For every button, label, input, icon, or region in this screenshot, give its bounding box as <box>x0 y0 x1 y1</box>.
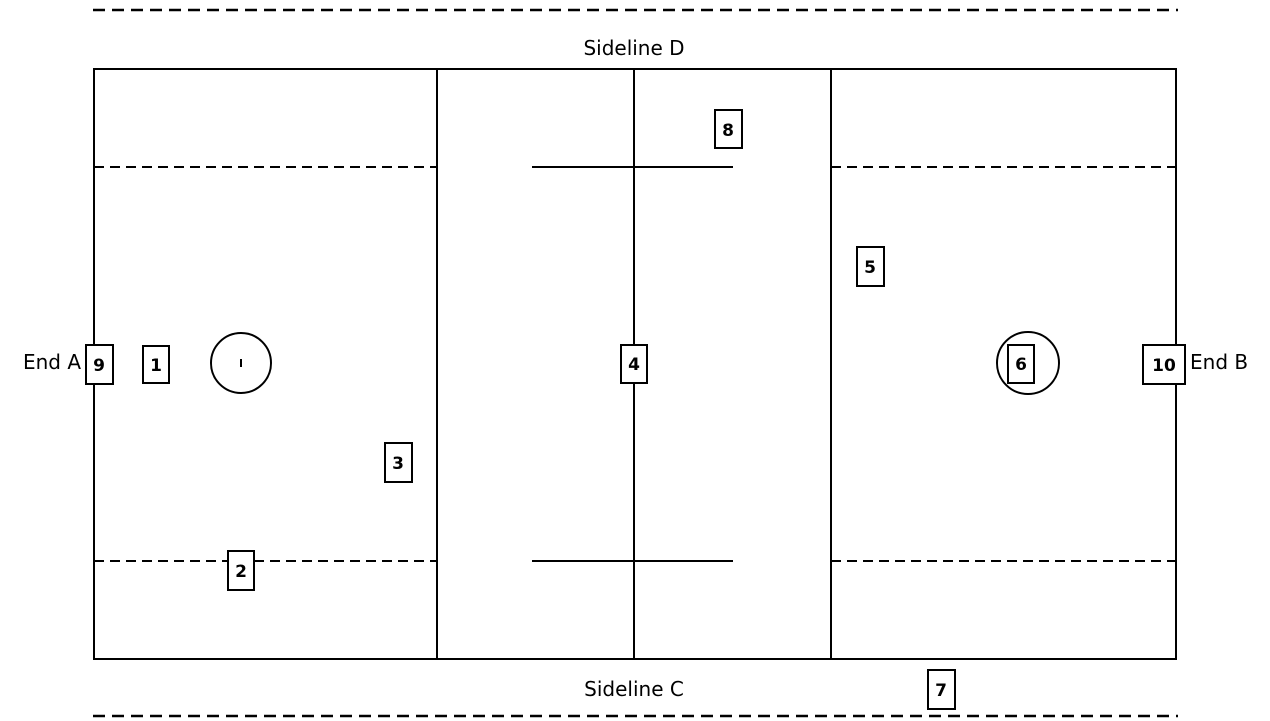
svg-text:8: 8 <box>722 121 734 141</box>
position-4: 4 <box>620 344 648 384</box>
svg-text:10: 10 <box>1152 356 1176 376</box>
svg-text:3: 3 <box>392 454 404 474</box>
position-2: 2 <box>227 550 255 591</box>
sideline-bottom-label: Sideline C <box>584 677 684 701</box>
sideline-top-label: Sideline D <box>583 36 684 60</box>
position-1: 1 <box>142 345 170 384</box>
svg-text:7: 7 <box>935 681 947 701</box>
svg-text:5: 5 <box>864 258 876 278</box>
end-left-label: End A <box>23 350 81 374</box>
svg-text:1: 1 <box>150 356 162 376</box>
end-right-label: End B <box>1190 350 1248 374</box>
svg-text:6: 6 <box>1015 355 1027 375</box>
left-goal-crease <box>210 332 272 394</box>
position-10: 10 <box>1142 344 1186 385</box>
position-5: 5 <box>856 246 885 287</box>
svg-text:2: 2 <box>235 562 247 582</box>
position-9: 9 <box>85 344 114 385</box>
position-3: 3 <box>384 442 413 483</box>
position-6: 6 <box>1007 344 1035 384</box>
svg-text:9: 9 <box>93 356 105 376</box>
right-goal-crease <box>996 331 1060 395</box>
position-7: 7 <box>927 669 956 710</box>
position-8: 8 <box>714 109 743 149</box>
svg-text:4: 4 <box>628 355 640 375</box>
